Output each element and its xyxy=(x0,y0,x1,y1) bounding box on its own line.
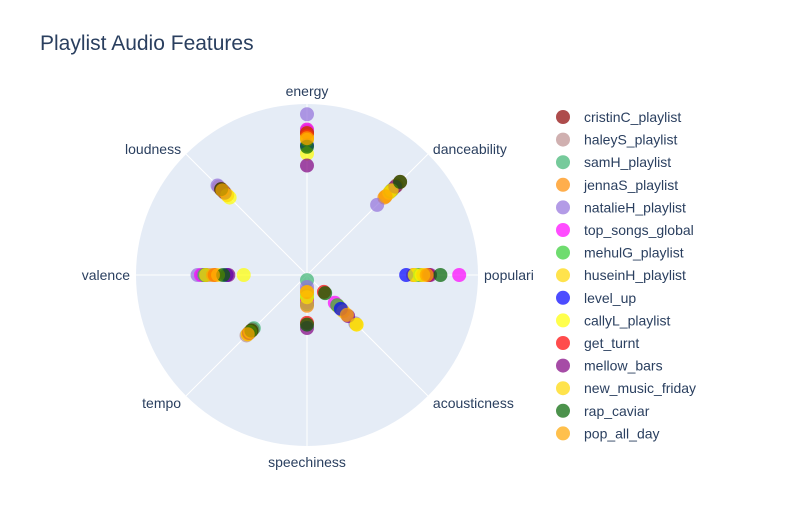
legend-label: mehulG_playlist xyxy=(584,245,684,261)
point-top_songs_global-popularity xyxy=(452,268,467,282)
legend-item-haleyS_playlist[interactable]: haleyS_playlist xyxy=(556,132,677,148)
point-pop_all_day-danceability xyxy=(378,189,393,204)
legend-marker xyxy=(556,155,570,170)
point-mellow_bars-energy xyxy=(300,158,314,173)
legend-marker xyxy=(556,245,570,260)
legend-item-jennaS_playlist[interactable]: jennaS_playlist xyxy=(556,177,678,193)
point-pop_all_day-acousticness xyxy=(339,307,354,322)
spoke-danceability xyxy=(306,153,429,276)
legend-item-mellow_bars[interactable]: mellow_bars xyxy=(556,358,663,374)
point-pop_all_day-energy xyxy=(300,131,314,146)
point-pop_all_day-tempo xyxy=(240,327,255,342)
legend-marker xyxy=(556,426,570,441)
axis-label-speechiness: speechiness xyxy=(268,454,346,470)
point-pop_all_day-popularity xyxy=(419,268,434,282)
legend-item-new_music_friday[interactable]: new_music_friday xyxy=(556,380,696,396)
legend-marker xyxy=(556,132,570,147)
point-rap_caviar-popularity xyxy=(433,268,448,282)
legend-marker xyxy=(556,110,570,124)
legend[interactable]: cristinC_playlist haleyS_playlist samH_pla… xyxy=(556,109,696,441)
legend-label: get_turnt xyxy=(584,335,639,351)
legend-marker xyxy=(556,223,570,237)
point-pop_all_day-speechiness xyxy=(300,285,314,300)
point-pop_all_day-valence xyxy=(205,268,220,282)
point-natalieH_playlist-energy xyxy=(300,107,314,122)
legend-label: cristinC_playlist xyxy=(584,109,681,125)
chart-title: Playlist Audio Features xyxy=(40,32,254,55)
legend-item-level_up[interactable]: level_up xyxy=(556,290,636,306)
legend-item-natalieH_playlist[interactable]: natalieH_playlist xyxy=(556,199,686,215)
legend-marker xyxy=(556,358,570,373)
point-callyL_playlist-valence xyxy=(236,268,251,282)
legend-item-samH_playlist[interactable]: samH_playlist xyxy=(556,154,671,170)
point-rap_caviar-acousticness xyxy=(318,286,333,301)
legend-item-top_songs_global[interactable]: top_songs_global xyxy=(556,222,694,238)
legend-marker xyxy=(556,381,570,396)
axis-label-popularity: populari xyxy=(484,267,534,283)
legend-label: new_music_friday xyxy=(584,380,696,396)
axis-label-tempo: tempo xyxy=(142,395,181,411)
data-points xyxy=(190,107,467,343)
legend-label: callyL_playlist xyxy=(584,312,670,328)
legend-label: huseinH_playlist xyxy=(584,267,686,283)
point-natalieH_playlist-danceability xyxy=(370,197,385,212)
axis-label-acousticness: acousticness xyxy=(433,395,514,411)
legend-marker xyxy=(556,268,570,283)
legend-item-callyL_playlist[interactable]: callyL_playlist xyxy=(556,312,670,328)
legend-label: mellow_bars xyxy=(584,358,663,374)
legend-marker xyxy=(556,313,570,328)
axis-label-energy: energy xyxy=(286,83,329,99)
axis-label-loudness: loudness xyxy=(125,141,181,157)
point-rap_caviar-speechiness xyxy=(300,317,314,332)
point-rap_caviar-valence xyxy=(216,268,231,282)
legend-label: haleyS_playlist xyxy=(584,132,677,148)
axis-label-danceability: danceability xyxy=(433,141,507,157)
legend-marker xyxy=(556,403,570,418)
legend-item-huseinH_playlist[interactable]: huseinH_playlist xyxy=(556,267,686,283)
legend-label: jennaS_playlist xyxy=(583,177,678,193)
legend-label: rap_caviar xyxy=(584,403,650,419)
axis-label-valence: valence xyxy=(82,267,130,283)
point-new_music_friday-speechiness xyxy=(300,297,314,312)
series-pop_all_day xyxy=(205,131,434,342)
legend-item-get_turnt[interactable]: get_turnt xyxy=(556,335,639,351)
legend-label: natalieH_playlist xyxy=(584,199,686,215)
point-new_music_friday-acousticness xyxy=(349,317,364,332)
legend-marker xyxy=(556,200,570,215)
legend-item-mehulG_playlist[interactable]: mehulG_playlist xyxy=(556,245,684,261)
spoke-loudness xyxy=(185,153,308,276)
legend-item-rap_caviar[interactable]: rap_caviar xyxy=(556,403,650,419)
legend-marker xyxy=(556,336,570,350)
legend-item-cristinC_playlist[interactable]: cristinC_playlist xyxy=(556,109,681,125)
legend-label: level_up xyxy=(584,290,636,306)
legend-marker xyxy=(556,290,570,305)
point-rap_caviar-danceability xyxy=(393,174,408,189)
legend-marker xyxy=(556,177,570,192)
legend-label: top_songs_global xyxy=(584,222,694,238)
legend-item-pop_all_day[interactable]: pop_all_day xyxy=(556,425,660,441)
legend-label: pop_all_day xyxy=(584,425,660,441)
legend-label: samH_playlist xyxy=(584,154,671,170)
point-pop_all_day-loudness xyxy=(215,183,230,198)
angular-axis-labels: populari danceability energy loudness valenc… xyxy=(82,83,534,470)
